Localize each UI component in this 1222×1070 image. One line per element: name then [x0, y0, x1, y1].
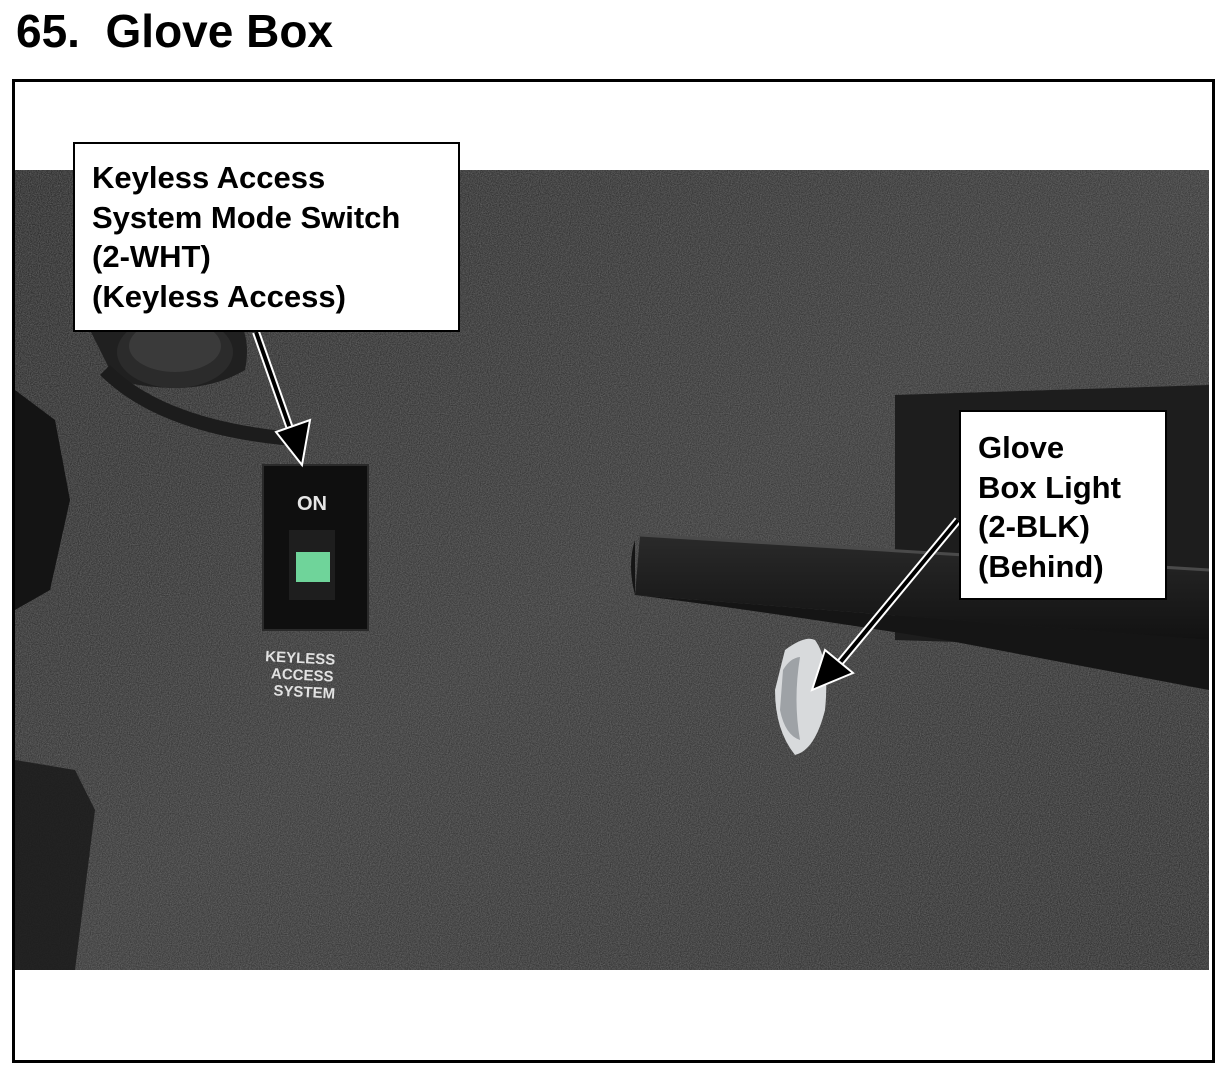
- glove-box-light-callout: Glove Box Light (2-BLK) (Behind): [959, 410, 1167, 600]
- switch-on-label: ON: [297, 493, 327, 515]
- mode-switch-callout-line-1: Keyless Access: [92, 160, 326, 195]
- switch-caption-line-2: ACCESS: [271, 665, 334, 685]
- switch-caption-line-1: KEYLESS: [265, 648, 336, 669]
- glove-light-callout-line-1: Glove: [978, 430, 1065, 465]
- mode-switch-callout-line-4: (Keyless Access): [92, 278, 346, 314]
- switch-caption-line-3: SYSTEM: [273, 682, 335, 702]
- glove-light-callout-line-4: (Behind): [978, 548, 1104, 584]
- glove-light-callout-line-2: Box Light: [978, 469, 1121, 505]
- mode-switch-callout-line-2: System Mode Switch: [92, 199, 401, 235]
- glove-light-callout-line-3: (2-BLK): [978, 509, 1090, 544]
- page-title: 65. Glove Box: [16, 5, 334, 57]
- mode-switch-callout: Keyless Access System Mode Switch (2-WHT…: [73, 142, 460, 332]
- mode-switch-callout-line-3: (2-WHT): [92, 239, 211, 274]
